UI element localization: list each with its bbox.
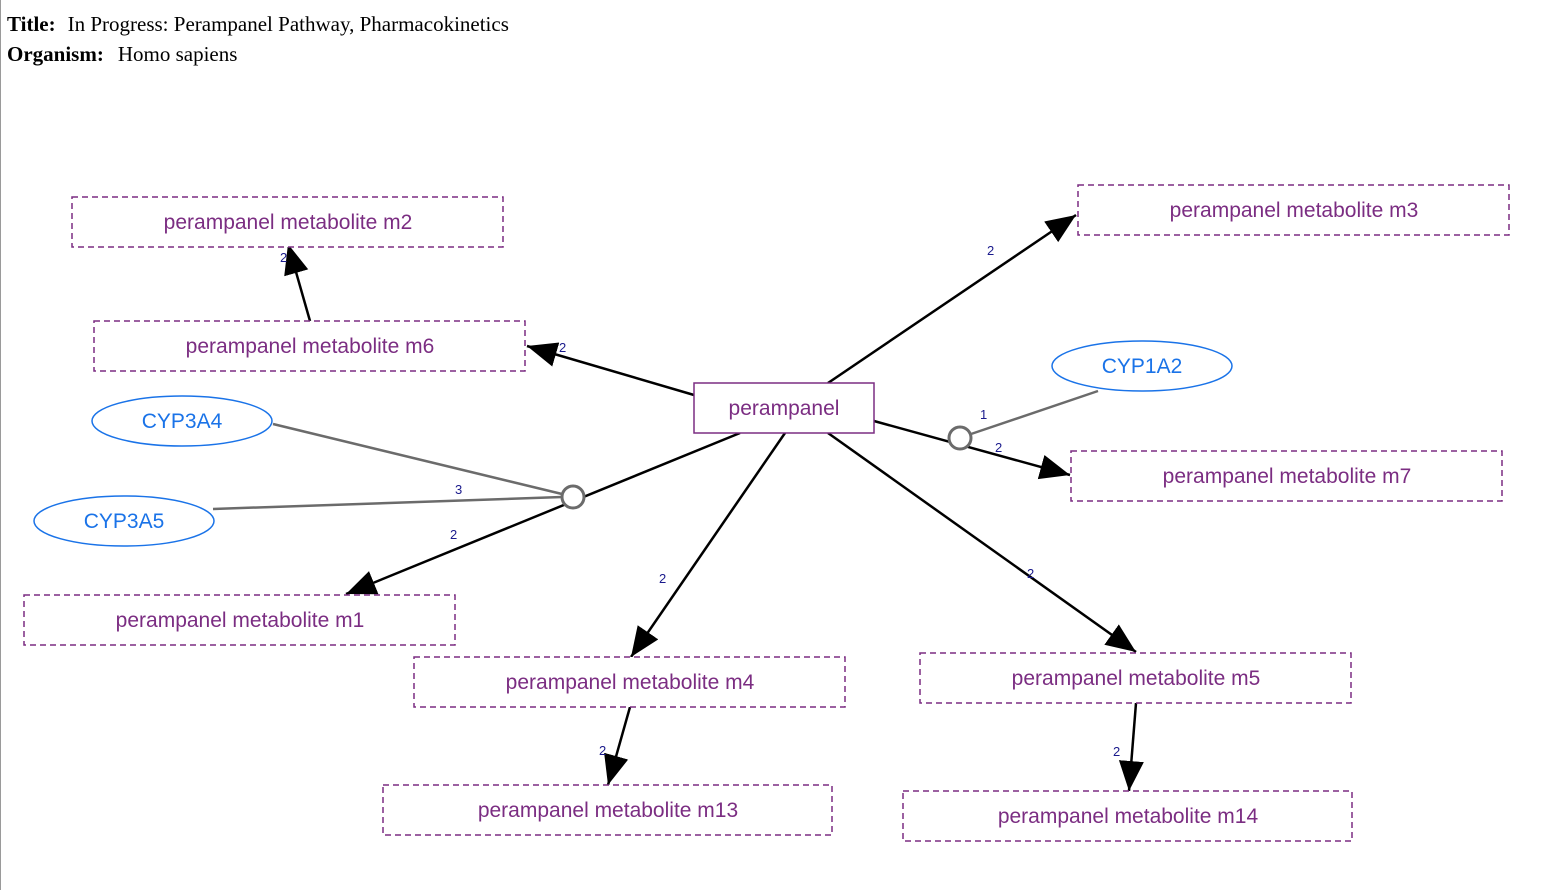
catalysis-cyp3a4[interactable] (272, 422, 563, 496)
edge-perampanel-to-m6[interactable] (526, 342, 695, 397)
edge-label-to-m7: 2 (995, 440, 1002, 455)
node-label-m13: perampanel metabolite m13 (478, 799, 738, 822)
catalysis-cyp1a2[interactable] (970, 389, 1099, 436)
edge-perampanel-to-m5[interactable] (827, 431, 1137, 654)
edge-label-cyp3a5: 3 (455, 482, 462, 497)
node-cyp3a4[interactable]: CYP3A4 (91, 395, 273, 447)
catalysis-cyp3a5[interactable] (212, 495, 563, 511)
edge-label-m4-to-m13: 2 (599, 743, 606, 758)
node-m5[interactable]: perampanel metabolite m5 (919, 652, 1352, 704)
title-value: In Progress: Perampanel Pathway, Pharmac… (67, 12, 509, 36)
edge-label-m6-to-m2: 2 (280, 250, 287, 265)
organism-value: Homo sapiens (117, 42, 238, 66)
node-m3[interactable]: perampanel metabolite m3 (1077, 184, 1510, 236)
edge-label-to-m5: 2 (1027, 566, 1034, 581)
edge-m4-to-m13[interactable] (604, 706, 632, 786)
node-cyp3a5[interactable]: CYP3A5 (33, 495, 215, 547)
node-perampanel[interactable]: perampanel (693, 382, 875, 434)
node-label-cyp3a4: CYP3A4 (142, 410, 223, 433)
node-label-perampanel: perampanel (729, 397, 840, 420)
node-label-m2: perampanel metabolite m2 (164, 211, 413, 234)
catalysis-node-cyp3a[interactable] (560, 484, 586, 510)
edge-perampanel-to-m3[interactable] (827, 213, 1077, 385)
node-label-m1: perampanel metabolite m1 (116, 609, 365, 632)
edge-label-cyp1a2: 1 (980, 407, 987, 422)
node-label-m3: perampanel metabolite m3 (1170, 199, 1419, 222)
organism-label: Organism: (7, 42, 104, 66)
edge-m5-to-m14[interactable] (1118, 702, 1144, 792)
title-label: Title: (7, 12, 56, 36)
edge-m6-to-m2[interactable] (284, 243, 312, 322)
node-m6[interactable]: perampanel metabolite m6 (93, 320, 526, 372)
node-label-m14: perampanel metabolite m14 (998, 805, 1259, 828)
edge-label-to-m6: 2 (559, 340, 566, 355)
frame-border (0, 0, 1, 890)
node-label-cyp1a2: CYP1A2 (1102, 355, 1183, 378)
organism-row: Organism: Homo sapiens (7, 39, 509, 69)
node-label-cyp3a5: CYP3A5 (84, 510, 165, 533)
node-m2[interactable]: perampanel metabolite m2 (71, 196, 504, 248)
node-m14[interactable]: perampanel metabolite m14 (902, 790, 1353, 842)
node-cyp1a2[interactable]: CYP1A2 (1051, 340, 1233, 392)
node-m4[interactable]: perampanel metabolite m4 (413, 656, 846, 708)
edge-label-m5-to-m14: 2 (1113, 744, 1120, 759)
node-label-m7: perampanel metabolite m7 (1163, 465, 1412, 488)
node-label-m4: perampanel metabolite m4 (506, 671, 755, 694)
edge-label-to-m1: 2 (450, 527, 457, 542)
title-row: Title: In Progress: Perampanel Pathway, P… (7, 9, 509, 39)
node-m1[interactable]: perampanel metabolite m1 (23, 594, 456, 646)
edge-perampanel-to-m1[interactable] (345, 431, 741, 596)
edge-label-to-m4: 2 (659, 571, 666, 586)
node-label-m5: perampanel metabolite m5 (1012, 667, 1261, 690)
pathway-header: Title: In Progress: Perampanel Pathway, P… (7, 9, 509, 69)
edge-perampanel-to-m7[interactable] (873, 419, 1071, 480)
edge-label-to-m3: 2 (987, 243, 994, 258)
edge-perampanel-to-m4[interactable] (629, 432, 787, 658)
node-label-m6: perampanel metabolite m6 (186, 335, 435, 358)
node-m7[interactable]: perampanel metabolite m7 (1070, 450, 1503, 502)
catalysis-node-cyp1a2[interactable] (947, 425, 973, 451)
node-m13[interactable]: perampanel metabolite m13 (382, 784, 833, 836)
